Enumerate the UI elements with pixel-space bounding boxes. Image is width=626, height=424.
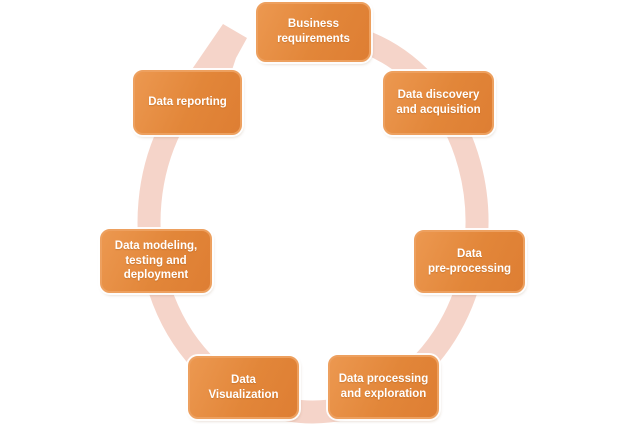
node-data-discovery-acquisition: Data discovery and acquisition [383, 71, 494, 135]
node-label: Data reporting [148, 96, 227, 109]
node-business-requirements: Business requirements [256, 2, 371, 62]
node-data-modeling-testing-deployment: Data modeling, testing and deployment [100, 229, 212, 293]
node-data-processing-exploration: Data processing and exploration [328, 355, 439, 419]
node-data-visualization: Data Visualization [188, 356, 299, 419]
node-label: Data modeling, testing and deployment [114, 239, 198, 282]
node-label: Data pre-processing [427, 247, 512, 275]
node-data-reporting: Data reporting [133, 70, 242, 135]
node-label: Data processing and exploration [338, 373, 429, 400]
cycle-arrow-head-icon [186, 24, 247, 78]
node-data-pre-processing: Data pre-processing [414, 230, 525, 293]
node-label: Data Visualization [208, 373, 279, 401]
node-label: Data discovery and acquisition [396, 89, 481, 116]
node-label: Business requirements [277, 18, 350, 45]
